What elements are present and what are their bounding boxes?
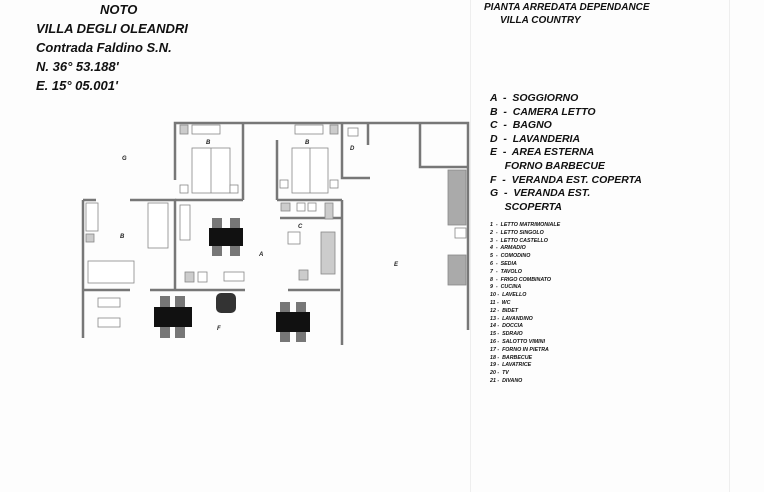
washing-machine xyxy=(347,127,359,137)
furniture-legend-item: 19 - LAVATRICE xyxy=(490,362,532,369)
header-line: E. 15° 05.001' xyxy=(36,78,119,93)
furniture-legend-item: 21 - DIVANO xyxy=(490,377,523,384)
room-label-a: A xyxy=(258,252,263,258)
floor-plan-drawing: A B B B C D E F G xyxy=(81,121,470,345)
sunbed xyxy=(97,297,121,308)
room-legend-item: A - SOGGIORNO xyxy=(490,92,579,104)
room-legend-item: FORNO BARBECUE xyxy=(490,159,605,172)
nightstand xyxy=(179,124,189,135)
room-labels: A B B B C D E F G xyxy=(120,140,399,332)
room-label-b: B xyxy=(120,234,125,240)
furniture-legend-item: 20 - TV xyxy=(490,370,509,377)
furniture-legend-item: 17 - FORNO IN PIETRA xyxy=(490,346,549,353)
furniture-legend-item: 14 - DOCCIA xyxy=(490,323,523,330)
furniture-legend-item: 5 - COMODINO xyxy=(490,253,531,260)
legend-sheet xyxy=(470,0,730,492)
title-line: VILLA COUNTRY xyxy=(500,15,581,26)
room-label-c: C xyxy=(298,224,303,230)
bunk-bed xyxy=(147,202,169,249)
room-legend-item: F - VERANDA EST. COPERTA xyxy=(490,173,642,186)
outdoor-counter xyxy=(447,169,467,226)
plan-title: PIANTA ARREDATA DEPENDANCE VILLA COUNTRY xyxy=(484,1,650,27)
furniture-legend-item: 2 - LETTO SINGOLO xyxy=(490,229,544,236)
room-label-b: B xyxy=(305,140,310,146)
single-bed xyxy=(85,202,99,232)
room-legend-item: E - AREA ESTERNA xyxy=(490,146,595,159)
furniture-legend-item: 6 - SEDIA xyxy=(490,260,517,267)
furniture-legend-item: 18 - BARBECUE xyxy=(490,354,533,361)
furniture-legend-item: 4 - ARMADIO xyxy=(490,245,526,252)
header-line: Contrada Faldino S.N. xyxy=(36,40,172,55)
room-legend-item: B - CAMERA LETTO xyxy=(490,105,596,118)
tv-stand xyxy=(223,271,245,282)
furniture-legend-item: 7 - TAVOLO xyxy=(490,268,522,275)
tv xyxy=(287,231,301,245)
room-legend-item: D - LAVANDERIA xyxy=(490,132,581,145)
outdoor-sink xyxy=(447,254,467,286)
furniture xyxy=(85,124,467,328)
room-legend-item: G - VERANDA EST. xyxy=(490,187,591,200)
furniture-legend-item: 3 - LETTO CASTELLO xyxy=(490,237,548,244)
room-legend-item: C - BAGNO xyxy=(490,119,552,132)
furniture-legend-item: 1 - LETTO MATRIMONIALE xyxy=(490,222,561,228)
furniture-legend-item: 9 - CUCINA xyxy=(490,284,522,291)
kitchen-counter xyxy=(320,231,336,275)
wardrobe xyxy=(87,260,135,284)
furniture-legend-item: 15 - SDRAIO xyxy=(490,331,523,338)
title-line: PIANTA ARREDATA DEPENDANCE xyxy=(484,2,650,13)
room-label-f: F xyxy=(217,326,221,332)
header-line: NOTO xyxy=(100,2,138,17)
furniture-legend-item: 12 - BIDET xyxy=(490,307,518,314)
room-label-g: G xyxy=(122,156,127,162)
header-line: N. 36° 53.188' xyxy=(36,59,119,74)
furniture-legend-item: 8 - FRIGO COMBINATO xyxy=(490,276,552,283)
barbecue xyxy=(454,227,467,239)
furniture-legend-item: 11 - WC xyxy=(490,299,511,306)
villa-address-header: NOTO VILLA DEGLI OLEANDRI Contrada Faldi… xyxy=(36,0,188,95)
tables xyxy=(154,218,310,342)
nightstand xyxy=(329,124,339,135)
shower xyxy=(324,202,334,220)
walls xyxy=(81,121,470,345)
furniture-legend-item: 16 - SALOTTO VIMINI xyxy=(490,338,545,345)
room-legend-item: SCOPERTA xyxy=(490,200,562,213)
room-label-d: D xyxy=(350,146,355,152)
furniture-legend-item: 13 - LAVANDINO xyxy=(490,315,533,322)
sofa xyxy=(179,204,191,241)
wardrobe xyxy=(191,124,221,135)
sunbed xyxy=(97,317,121,328)
furniture-legend-item: 10 - LAVELLO xyxy=(490,292,527,299)
room-label-b: B xyxy=(206,140,211,146)
header-line: VILLA DEGLI OLEANDRI xyxy=(36,21,188,36)
room-label-e: E xyxy=(394,262,399,268)
wardrobe xyxy=(294,124,324,135)
